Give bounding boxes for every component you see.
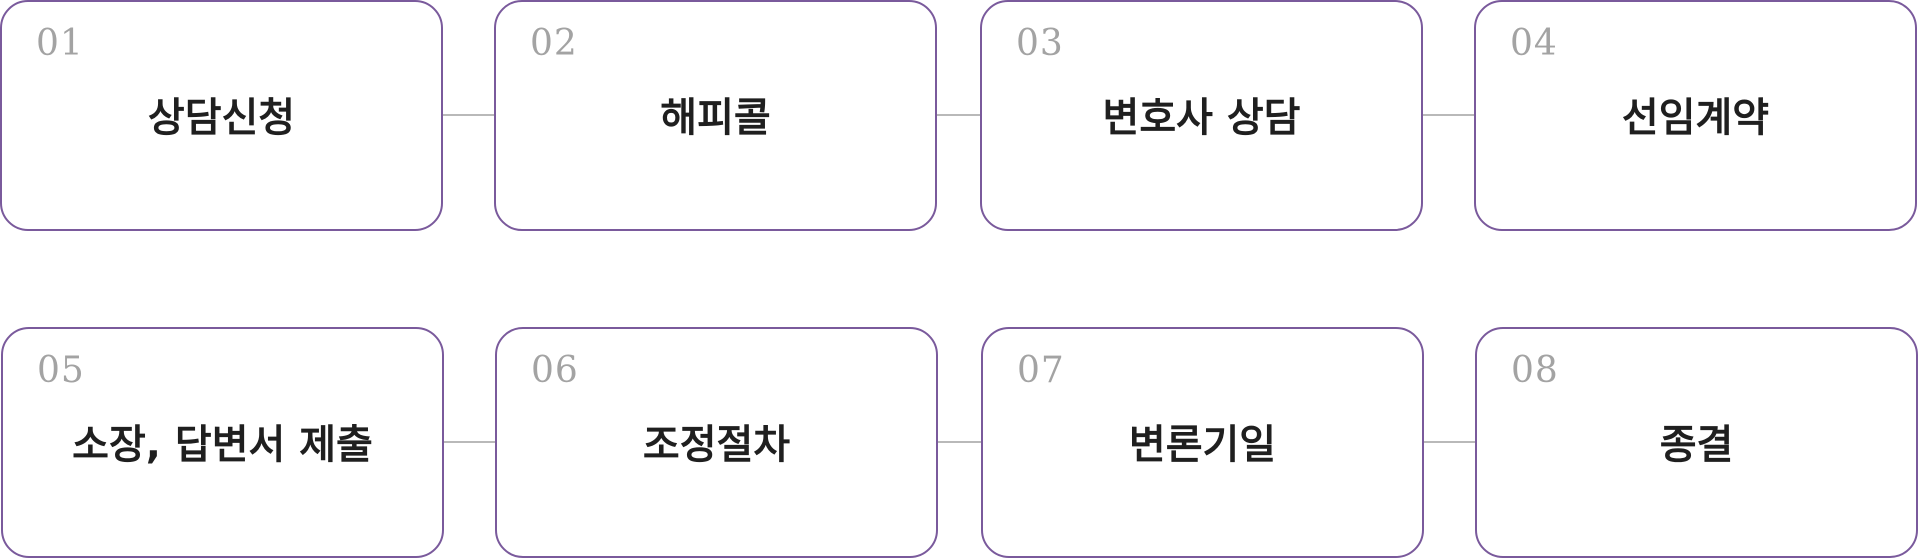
step-number: 05	[37, 350, 85, 391]
connector-line	[443, 114, 494, 116]
connector-line	[937, 114, 980, 116]
step-label: 해피콜	[660, 95, 771, 141]
step-label: 종결	[1659, 422, 1734, 468]
step-number: 06	[531, 350, 579, 391]
step-number: 08	[1511, 350, 1559, 391]
step-label: 변론기일	[1128, 422, 1277, 468]
step-card-conclusion: 08 종결	[1475, 327, 1918, 558]
step-number: 03	[1016, 23, 1064, 64]
step-card-happy-call: 02 해피콜	[494, 0, 937, 231]
step-label: 상담신청	[147, 95, 296, 141]
step-number: 04	[1510, 23, 1558, 64]
step-number: 02	[530, 23, 578, 64]
connector-line	[1424, 441, 1475, 443]
step-card-consultation-request: 01 상담신청	[0, 0, 443, 231]
step-card-retainer-contract: 04 선임계약	[1474, 0, 1917, 231]
step-card-hearing-date: 07 변론기일	[981, 327, 1424, 558]
step-card-lawyer-consultation: 03 변호사 상담	[980, 0, 1423, 231]
step-label: 선임계약	[1621, 95, 1770, 141]
step-card-mediation: 06 조정절차	[495, 327, 938, 558]
step-label: 변호사 상담	[1102, 95, 1301, 141]
step-number: 07	[1017, 350, 1065, 391]
connector-line	[1423, 114, 1474, 116]
step-card-complaint-answer-filing: 05 소장, 답변서 제출	[1, 327, 444, 558]
step-label: 조정절차	[642, 422, 791, 468]
step-number: 01	[36, 23, 84, 64]
connector-line	[938, 441, 981, 443]
connector-line	[444, 441, 495, 443]
step-label: 소장, 답변서 제출	[72, 422, 373, 468]
